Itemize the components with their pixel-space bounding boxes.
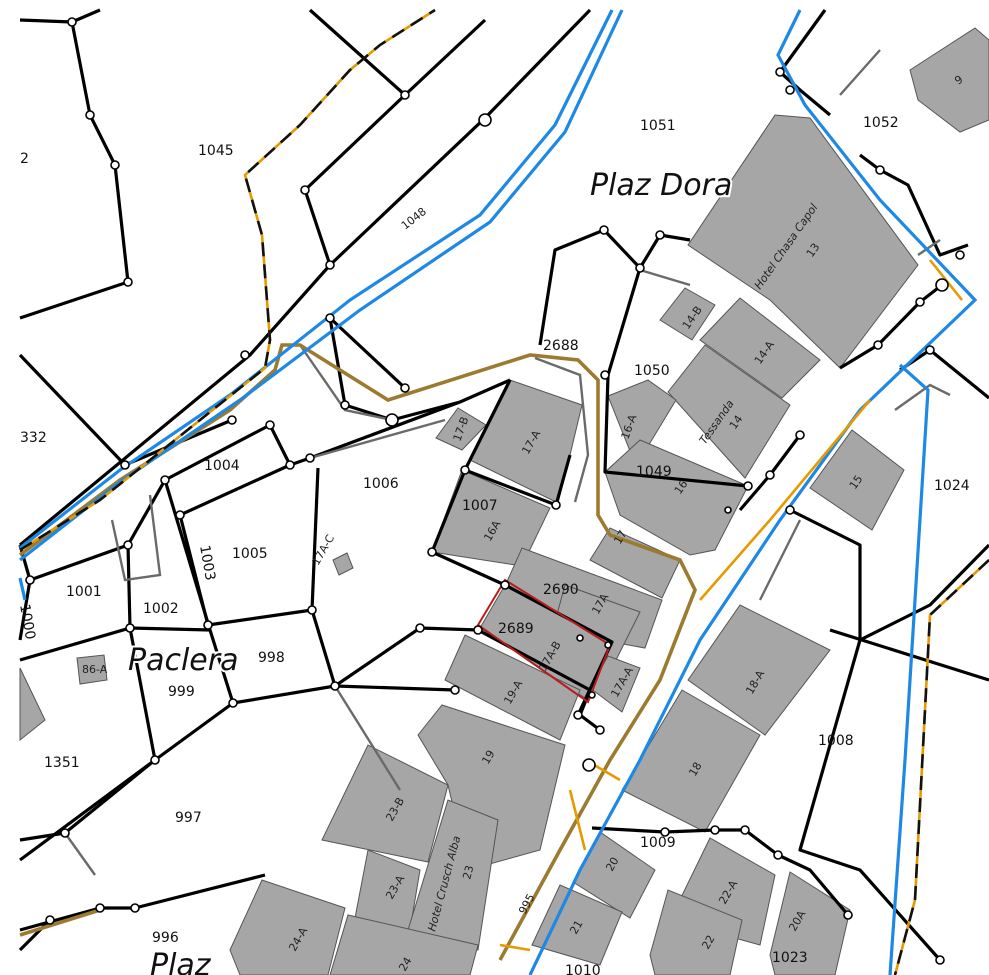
- parcel-998[interactable]: 998: [258, 650, 285, 666]
- building-16[interactable]: [604, 439, 749, 556]
- parcel-1000[interactable]: 1000: [16, 603, 38, 641]
- parcel-1024[interactable]: 1024: [934, 478, 970, 494]
- parcel-1007[interactable]: 1007: [462, 498, 498, 514]
- building-18[interactable]: [621, 689, 761, 833]
- parcel-2688[interactable]: 2688: [543, 338, 579, 354]
- label-20: 20: [603, 855, 621, 874]
- building-tessanda-14[interactable]: [667, 344, 791, 479]
- parcel-997[interactable]: 997: [175, 810, 202, 826]
- label-21: 21: [567, 918, 585, 937]
- building-21[interactable]: [531, 884, 623, 966]
- label-23: 23: [460, 864, 476, 881]
- building-15[interactable]: [809, 429, 905, 531]
- parcel-1010[interactable]: 1010: [565, 963, 601, 975]
- building-19-A[interactable]: [444, 634, 581, 741]
- building-18-A[interactable]: [687, 604, 831, 736]
- building-17A-C[interactable]: [332, 552, 354, 576]
- building-9[interactable]: [909, 27, 989, 133]
- building-hotel-chasa-capol[interactable]: [687, 114, 919, 369]
- parcel-1008[interactable]: 1008: [818, 733, 854, 749]
- building-22[interactable]: [649, 889, 743, 975]
- place-plaz-dora: Plaz Dora: [590, 168, 732, 203]
- building-24-A[interactable]: [229, 879, 346, 975]
- parcel-1001[interactable]: 1001: [66, 584, 102, 600]
- parcel-996[interactable]: 996: [152, 930, 179, 946]
- label-86-A: 86-A: [82, 663, 108, 676]
- parcel-1005[interactable]: 1005: [232, 546, 268, 562]
- parcel-2[interactable]: 2: [20, 151, 29, 167]
- minor-lines: [64, 49, 951, 876]
- parcel-1045[interactable]: 1045: [198, 143, 234, 159]
- parcel-1002[interactable]: 1002: [143, 601, 179, 617]
- parcel-999[interactable]: 999: [168, 684, 195, 700]
- road-lines: [18, 343, 697, 961]
- label-22: 22: [699, 933, 717, 952]
- label-19: 19: [479, 748, 497, 767]
- parcel-1049[interactable]: 1049: [636, 464, 672, 480]
- building-14-a[interactable]: [699, 297, 821, 399]
- parcel-2689[interactable]: 2689: [498, 621, 534, 637]
- street-1048: 1048: [399, 205, 429, 232]
- parcel-1009[interactable]: 1009: [640, 835, 676, 851]
- parcel-1050[interactable]: 1050: [634, 363, 670, 379]
- parcel-2690[interactable]: 2690: [543, 582, 579, 598]
- parcel-1051[interactable]: 1051: [640, 118, 676, 134]
- buildings-layer: [19, 27, 989, 975]
- survey-points: [25, 17, 965, 965]
- building-23-B[interactable]: [321, 744, 449, 863]
- parcel-boundaries: [18, 8, 989, 962]
- gas-lines: [19, 8, 989, 975]
- place-paclera: Paclera: [128, 643, 238, 678]
- parcel-1351[interactable]: 1351: [44, 755, 80, 771]
- building-86-A[interactable]: [76, 654, 108, 685]
- label-24: 24: [396, 955, 414, 974]
- label-18: 18: [686, 760, 704, 779]
- parcel-1023[interactable]: 1023: [772, 950, 808, 966]
- parcel-332[interactable]: 332: [20, 430, 47, 446]
- label-17: 17: [611, 528, 629, 547]
- parcel-1006[interactable]: 1006: [363, 476, 399, 492]
- building-20A[interactable]: [769, 871, 851, 975]
- place-plaz: Plaz: [150, 948, 212, 975]
- building-16-a-top[interactable]: [607, 379, 677, 468]
- building-left-edge[interactable]: [19, 667, 46, 742]
- parcel-1003[interactable]: 1003: [196, 544, 218, 582]
- building-24[interactable]: [329, 914, 479, 975]
- building-14-b[interactable]: [659, 287, 716, 341]
- parcel-numbers: 1045 1051 1052 2688 1050 1049 1004 1006 …: [16, 115, 970, 975]
- parcel-1004[interactable]: 1004: [204, 458, 240, 474]
- building-16A[interactable]: [431, 469, 551, 567]
- parcel-1052[interactable]: 1052: [863, 115, 899, 131]
